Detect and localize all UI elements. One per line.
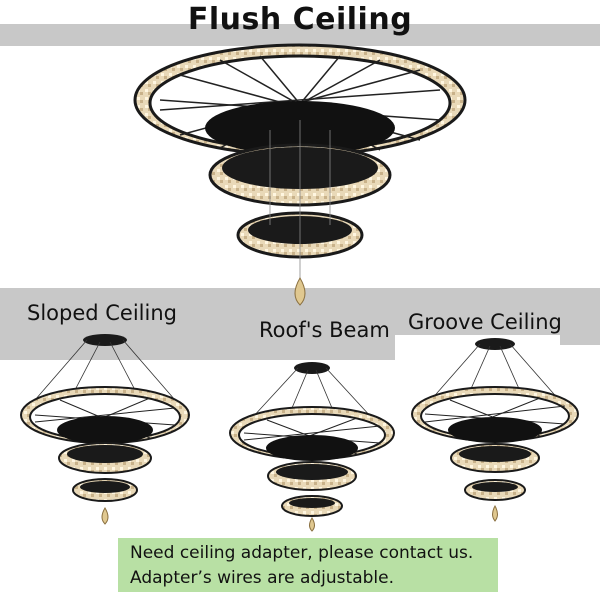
adapter-note-line1: Need ceiling adapter, please contact us. <box>130 543 474 563</box>
flush-chandelier <box>133 43 467 306</box>
flush-ceiling-title: Flush Ceiling <box>187 2 413 37</box>
groove-ceiling-label: Groove Ceiling <box>408 310 562 334</box>
beam-chandelier <box>229 362 395 532</box>
groove-chandelier <box>411 338 579 522</box>
flush-ceiling-band <box>0 24 600 46</box>
beam-ceiling <box>185 288 395 360</box>
adapter-note: Need ceiling adapter, please contact us.… <box>118 538 498 592</box>
adapter-note-line2: Adapter’s wires are adjustable. <box>130 568 394 588</box>
sloped-ceiling-edge <box>0 288 185 300</box>
sloped-ceiling-label: Sloped Ceiling <box>27 301 177 325</box>
sloped-chandelier <box>20 334 190 525</box>
roofs-beam-label: Roof's Beam <box>259 318 390 342</box>
groove-ceiling-right <box>395 288 600 345</box>
